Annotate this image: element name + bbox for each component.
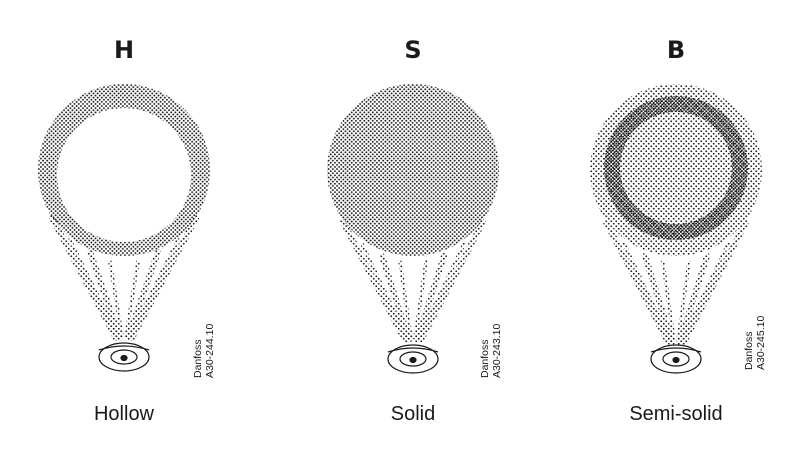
pattern-caption: Semi-solid <box>629 403 722 425</box>
pattern-caption: Hollow <box>94 403 155 425</box>
pattern-letter: H <box>114 36 134 64</box>
nozzle-icon <box>650 344 702 374</box>
pattern-solid: S Danfoss A30-243.10 <box>327 36 503 425</box>
pattern-semi-solid: B Danfoss A30-245. <box>590 36 767 425</box>
pattern-letter: S <box>404 36 421 64</box>
pattern-letter: B <box>667 36 685 64</box>
pattern-caption: Solid <box>391 403 435 425</box>
hollow-cone-icon <box>38 84 210 341</box>
solid-cone-icon <box>327 84 499 343</box>
nozzle-icon <box>387 344 439 374</box>
pattern-hollow: H Danfoss A30-244. <box>38 36 216 425</box>
reference-code: Danfoss A30-244.10 <box>192 324 216 378</box>
reference-code: Danfoss A30-243.10 <box>479 324 503 378</box>
reference-code: Danfoss A30-245.10 <box>743 316 767 370</box>
nozzle-icon <box>98 342 150 372</box>
semi-solid-cone-icon <box>590 84 762 345</box>
